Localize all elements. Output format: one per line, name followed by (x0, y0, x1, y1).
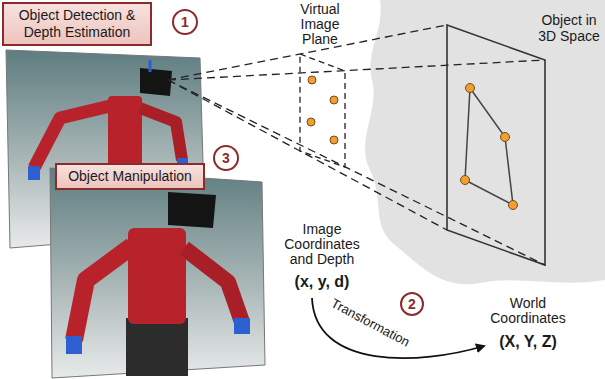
object-point (461, 176, 470, 185)
robot-gripper (28, 166, 40, 180)
coordinates-label: Image Coordinates and Depth (272, 222, 372, 267)
object-point (466, 84, 475, 93)
object-point (501, 133, 510, 142)
callout-text: 2 (408, 296, 416, 312)
object-plane (447, 25, 545, 265)
robot-gripper (234, 318, 250, 334)
image-point (330, 136, 338, 144)
projection-lines (168, 25, 545, 265)
region-label: Object in 3D Space (535, 12, 603, 44)
image-points (307, 76, 338, 144)
projection-line (168, 60, 545, 80)
callout-number: 3 (213, 145, 239, 171)
callout-number: 2 (400, 292, 424, 316)
robot-torso (128, 228, 186, 324)
coordinate-tuple: (x, y, d) (272, 272, 372, 291)
callout-text: 3 (222, 150, 230, 166)
image-point (307, 118, 315, 126)
robot-head (168, 192, 216, 228)
image-point (330, 96, 338, 104)
robot-head (140, 68, 172, 96)
callout-number: 1 (172, 9, 198, 35)
virtual-image-plane (300, 54, 345, 167)
robot-torso (108, 96, 142, 172)
plane-label: Virtual Image Plane (283, 2, 357, 47)
stage-box: Object Detection & Depth Estimation (2, 2, 152, 46)
box-text: Object Manipulation (62, 168, 198, 185)
robot-pedestal (126, 318, 188, 376)
image-point (308, 76, 316, 84)
box-text: Object Detection & Depth Estimation (9, 7, 145, 41)
coordinates-label: World Coordinates (478, 296, 578, 326)
region-shape (365, 0, 605, 284)
robot-arm (184, 248, 242, 322)
object-points (461, 84, 518, 210)
camera-axis (149, 60, 152, 72)
projection-line (168, 80, 447, 230)
robot-screenshot (50, 168, 265, 378)
stage-box: Object Manipulation (55, 163, 205, 190)
screenshot-frame (50, 168, 265, 378)
callout-text: 1 (181, 14, 189, 30)
coordinate-tuple: (X, Y, Z) (478, 332, 578, 351)
object-point (509, 201, 518, 210)
robot-arm (34, 106, 110, 168)
robot-arm (74, 246, 132, 340)
region-outline (355, 0, 605, 300)
object-region: Object in 3D Space (355, 0, 605, 300)
robot-gripper (66, 336, 82, 354)
object-outline (465, 88, 513, 205)
robot-arm (140, 108, 182, 160)
